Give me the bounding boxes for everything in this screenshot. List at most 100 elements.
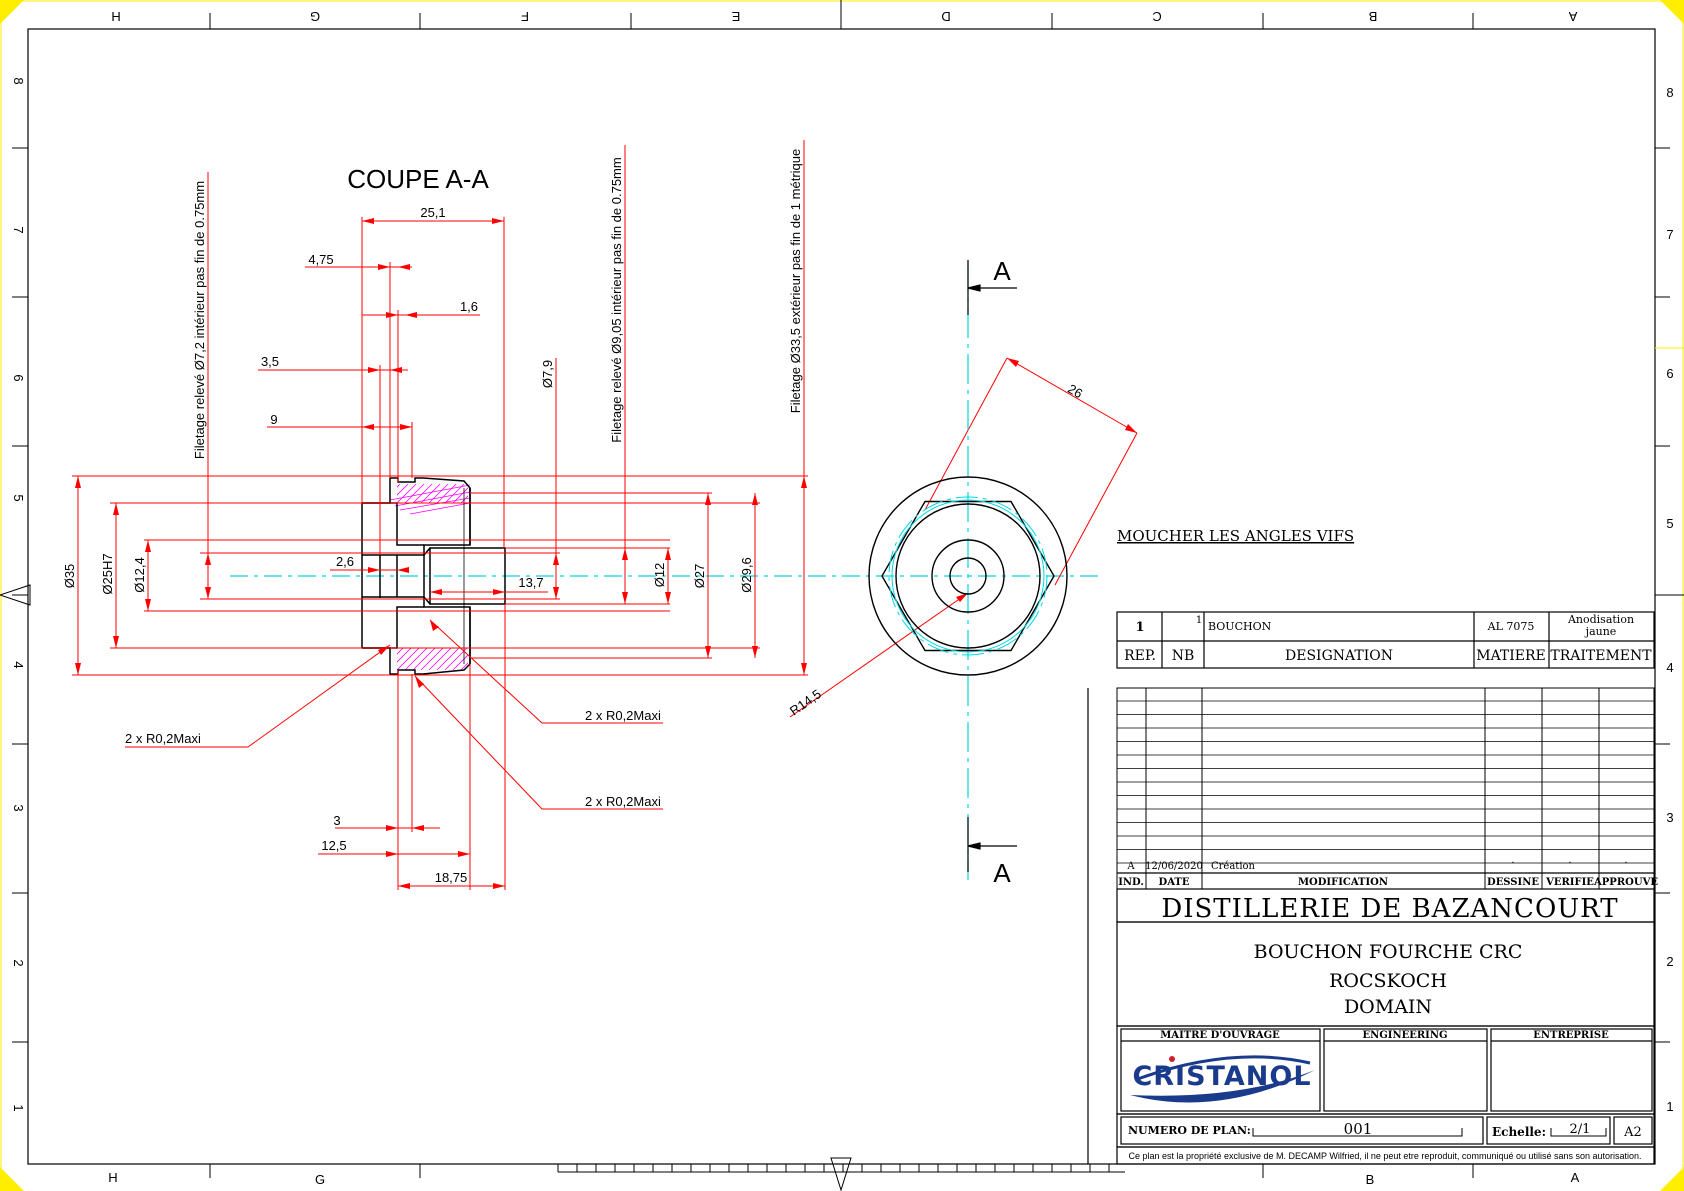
dim-1-6: 1,6: [460, 299, 478, 314]
radius-note-2: 2 x R0,2Maxi: [585, 708, 661, 723]
zone-top-2: G: [310, 9, 320, 24]
zone-right-5: 4: [1666, 660, 1673, 675]
zone-bottom-4: A: [1571, 1170, 1580, 1185]
rev-header-approuve: APPROUVE: [1593, 877, 1658, 888]
zone-left-2: 7: [11, 226, 26, 233]
rev-header-verifie: VERIFIE: [1545, 877, 1594, 888]
bom-header-traitement: TRAITEMENT: [1550, 648, 1652, 664]
dim-18-75: 18,75: [435, 870, 468, 885]
drawing-title-1: BOUCHON FOURCHE CRC: [1254, 941, 1523, 963]
part-section-outline: [361, 477, 506, 675]
bom-rep: 1: [1135, 620, 1144, 635]
dim-3-5: 3,5: [261, 354, 279, 369]
section-mark-top: A: [993, 256, 1011, 286]
dim-hex-26: 26: [1065, 381, 1085, 401]
disclaimer: Ce plan est la propriété exclusive de M.…: [1128, 1151, 1641, 1161]
dim-3: 3: [333, 813, 340, 828]
radius-note-1: 2 x R0,2Maxi: [125, 731, 201, 746]
dim-25-1: 25,1: [420, 205, 445, 220]
zone-left-3: 6: [11, 374, 26, 381]
dim-dia-12: Ø12: [652, 563, 667, 588]
zone-top-4: E: [731, 9, 740, 24]
dim-9: 9: [270, 412, 277, 427]
drawing-title-2: ROCSKOCH: [1329, 970, 1447, 992]
dim-dia-35: Ø35: [62, 564, 77, 589]
zone-bottom-3: B: [1366, 1172, 1375, 1187]
cristanol-logo: CRISTANOL: [1130, 1055, 1315, 1103]
zone-right-1: 8: [1666, 85, 1673, 100]
sheet-frame: [27, 28, 1656, 1165]
zone-top-5: D: [941, 9, 950, 24]
front-view: A A: [868, 256, 1068, 888]
scale-label: Echelle:: [1492, 1125, 1546, 1139]
radius-note-3: 2 x R0,2Maxi: [585, 794, 661, 809]
rev-approuve: ·: [1624, 858, 1627, 869]
zone-left-5: 4: [11, 661, 26, 668]
dim-dia-7-9: Ø7,9: [540, 360, 555, 388]
zone-top-1: H: [111, 9, 120, 24]
zone-bottom-1: H: [108, 1170, 117, 1185]
zone-right-3: 6: [1666, 366, 1673, 381]
rev-ind: A: [1126, 861, 1135, 872]
dim-dia-29-6: Ø29,6: [739, 557, 754, 592]
zone-top-8: A: [1568, 9, 1577, 24]
dim-dia-12-4: Ø12,4: [132, 557, 147, 592]
bom-header-rep: REP.: [1124, 648, 1156, 664]
zone-left-1: 8: [11, 77, 26, 84]
dim-dia-25h7: Ø25H7: [100, 553, 115, 594]
bom-nb: 1: [1196, 615, 1202, 626]
rev-verifie: ·: [1568, 858, 1571, 869]
rev-dessine: ·: [1511, 858, 1514, 869]
zone-top-7: B: [1369, 9, 1378, 24]
left-arrow-mark: [0, 584, 31, 606]
title-block: DISTILLERIE DE BAZANCOURT BOUCHON FOURCH…: [1087, 688, 1655, 1165]
dim-dia-27: Ø27: [692, 564, 707, 589]
bom-header-nb: NB: [1172, 648, 1195, 664]
maitre-label: MAITRE D'OUVRAGE: [1160, 1030, 1280, 1041]
general-note: MOUCHER LES ANGLES VIFS: [1117, 527, 1354, 545]
logo-text: CRISTANOL: [1132, 1061, 1311, 1092]
company-name: DISTILLERIE DE BAZANCOURT: [1161, 894, 1618, 924]
zone-top-3: F: [521, 9, 529, 24]
zone-ticks: [12, 0, 1684, 1178]
plan-number: 001: [1344, 1120, 1373, 1138]
rev-header-ind: IND.: [1118, 877, 1144, 888]
dim-4-75: 4,75: [308, 252, 333, 267]
thread-note-1: Filetage relevé Ø7,2 intérieur pas fin d…: [192, 181, 207, 459]
zone-right-7: 2: [1666, 954, 1673, 969]
dim-13-7: 13,7: [518, 575, 543, 590]
zone-left-6: 3: [11, 804, 26, 811]
dim-radius-14-5: R14,5: [787, 686, 824, 718]
bom-header-designation: DESIGNATION: [1285, 648, 1393, 664]
revision-table: A 12/06/2020 Création · · · IND. DATE MO…: [1116, 687, 1658, 890]
bom-table: 1 1 BOUCHON AL 7075 Anodisation jaune RE…: [1116, 611, 1655, 669]
rev-modification: Création: [1211, 861, 1256, 872]
dimension-lines: [72, 140, 1138, 890]
thread-note-3: Filetage Ø33,5 extérieur pas fin de 1 mé…: [788, 149, 803, 413]
dimension-texts: 25,1 4,75 1,6 3,5 9 2,6 13,7 3 12,5 18,7…: [62, 149, 1085, 885]
rev-header-date: DATE: [1159, 877, 1190, 888]
zone-left-7: 2: [11, 959, 26, 966]
dimension-arrows: [75, 218, 1137, 889]
zone-top-6: C: [1152, 9, 1161, 24]
rev-header-dessine: DESSINE: [1487, 877, 1539, 888]
zone-left-8: 1: [11, 1104, 26, 1111]
zone-right-4: 5: [1666, 516, 1673, 531]
bom-designation: BOUCHON: [1208, 620, 1272, 633]
bottom-ruler: [520, 1157, 1125, 1191]
engineering-label: ENGINEERING: [1362, 1030, 1447, 1041]
dim-2-6: 2,6: [336, 554, 354, 569]
bom-traitement-1: Anodisation: [1567, 613, 1634, 626]
dim-12-5: 12,5: [321, 838, 346, 853]
bom-traitement-2: jaune: [1584, 625, 1617, 638]
rev-header-modification: MODIFICATION: [1298, 877, 1388, 888]
thread-note-2: Filetage relevé Ø9,05 intérieur pas fin …: [609, 157, 624, 442]
zone-right-6: 3: [1666, 810, 1673, 825]
drawing-title-3: DOMAIN: [1344, 996, 1432, 1018]
bom-header-matiere: MATIERE: [1476, 648, 1546, 664]
zone-right-8: 1: [1666, 1099, 1673, 1114]
bom-matiere: AL 7075: [1487, 620, 1535, 633]
scale-value: 2/1: [1570, 1122, 1591, 1137]
